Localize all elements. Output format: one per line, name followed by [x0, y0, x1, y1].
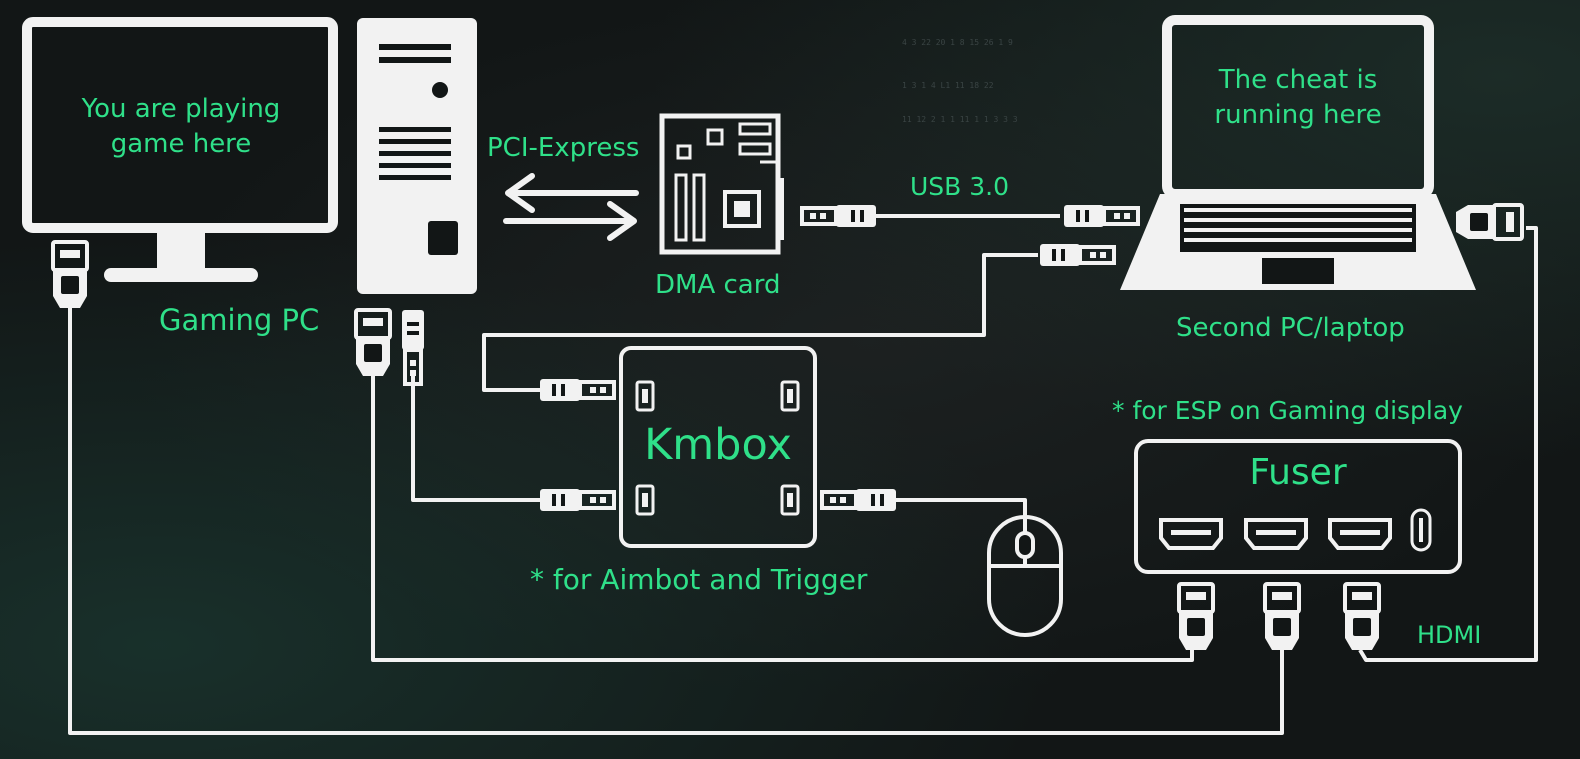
- laptop-text-line1: The cheat is: [1218, 65, 1378, 95]
- monitor-text-line2: game here: [110, 129, 252, 159]
- svg-text:1 3 1 4 L1 11 18 22: 1 3 1 4 L1 11 18 22: [902, 81, 994, 90]
- laptop-icon: [1120, 15, 1476, 290]
- monitor-icon: [22, 17, 338, 282]
- usb-label: USB 3.0: [910, 172, 1010, 201]
- background-decoration: 4 3 22 20 1 8 15 26 1 9 1 3 1 4 L1 11 18…: [902, 38, 1018, 124]
- pci-express-label: PCI-Express: [487, 133, 640, 163]
- gaming-pc-label: Gaming PC: [159, 303, 320, 337]
- fuser-note: * for ESP on Gaming display: [1112, 396, 1463, 425]
- hdmi-label: HDMI: [1417, 621, 1482, 649]
- fuser-label: Fuser: [1249, 452, 1347, 493]
- pci-arrows: [503, 173, 639, 241]
- monitor-text: You are playing game here: [52, 92, 310, 162]
- kmbox-label: Kmbox: [644, 420, 792, 470]
- svg-text:4 3 22 20 1 8 15 26 1 9: 4 3 22 20 1 8 15 26 1 9: [902, 38, 1013, 47]
- monitor-text-line1: You are playing: [81, 94, 281, 124]
- kmbox-note: * for Aimbot and Trigger: [530, 563, 868, 596]
- fuser-device: [1134, 439, 1462, 574]
- cables: [68, 214, 1538, 735]
- laptop-text-line2: running here: [1214, 100, 1382, 130]
- svg-text:11 12 2 1 1 11 1 1 3 3: 11 12 2 1 1 11 1 1 3 3 3: [902, 115, 1018, 124]
- pc-tower-icon: [357, 18, 477, 294]
- dma-card-icon: [659, 113, 784, 255]
- laptop-label: Second PC/laptop: [1176, 313, 1405, 343]
- laptop-screen-text: The cheat is running here: [1180, 63, 1416, 133]
- kmbox-device: [619, 346, 817, 548]
- dma-card-label: DMA card: [655, 270, 781, 300]
- mouse-icon: [987, 515, 1063, 637]
